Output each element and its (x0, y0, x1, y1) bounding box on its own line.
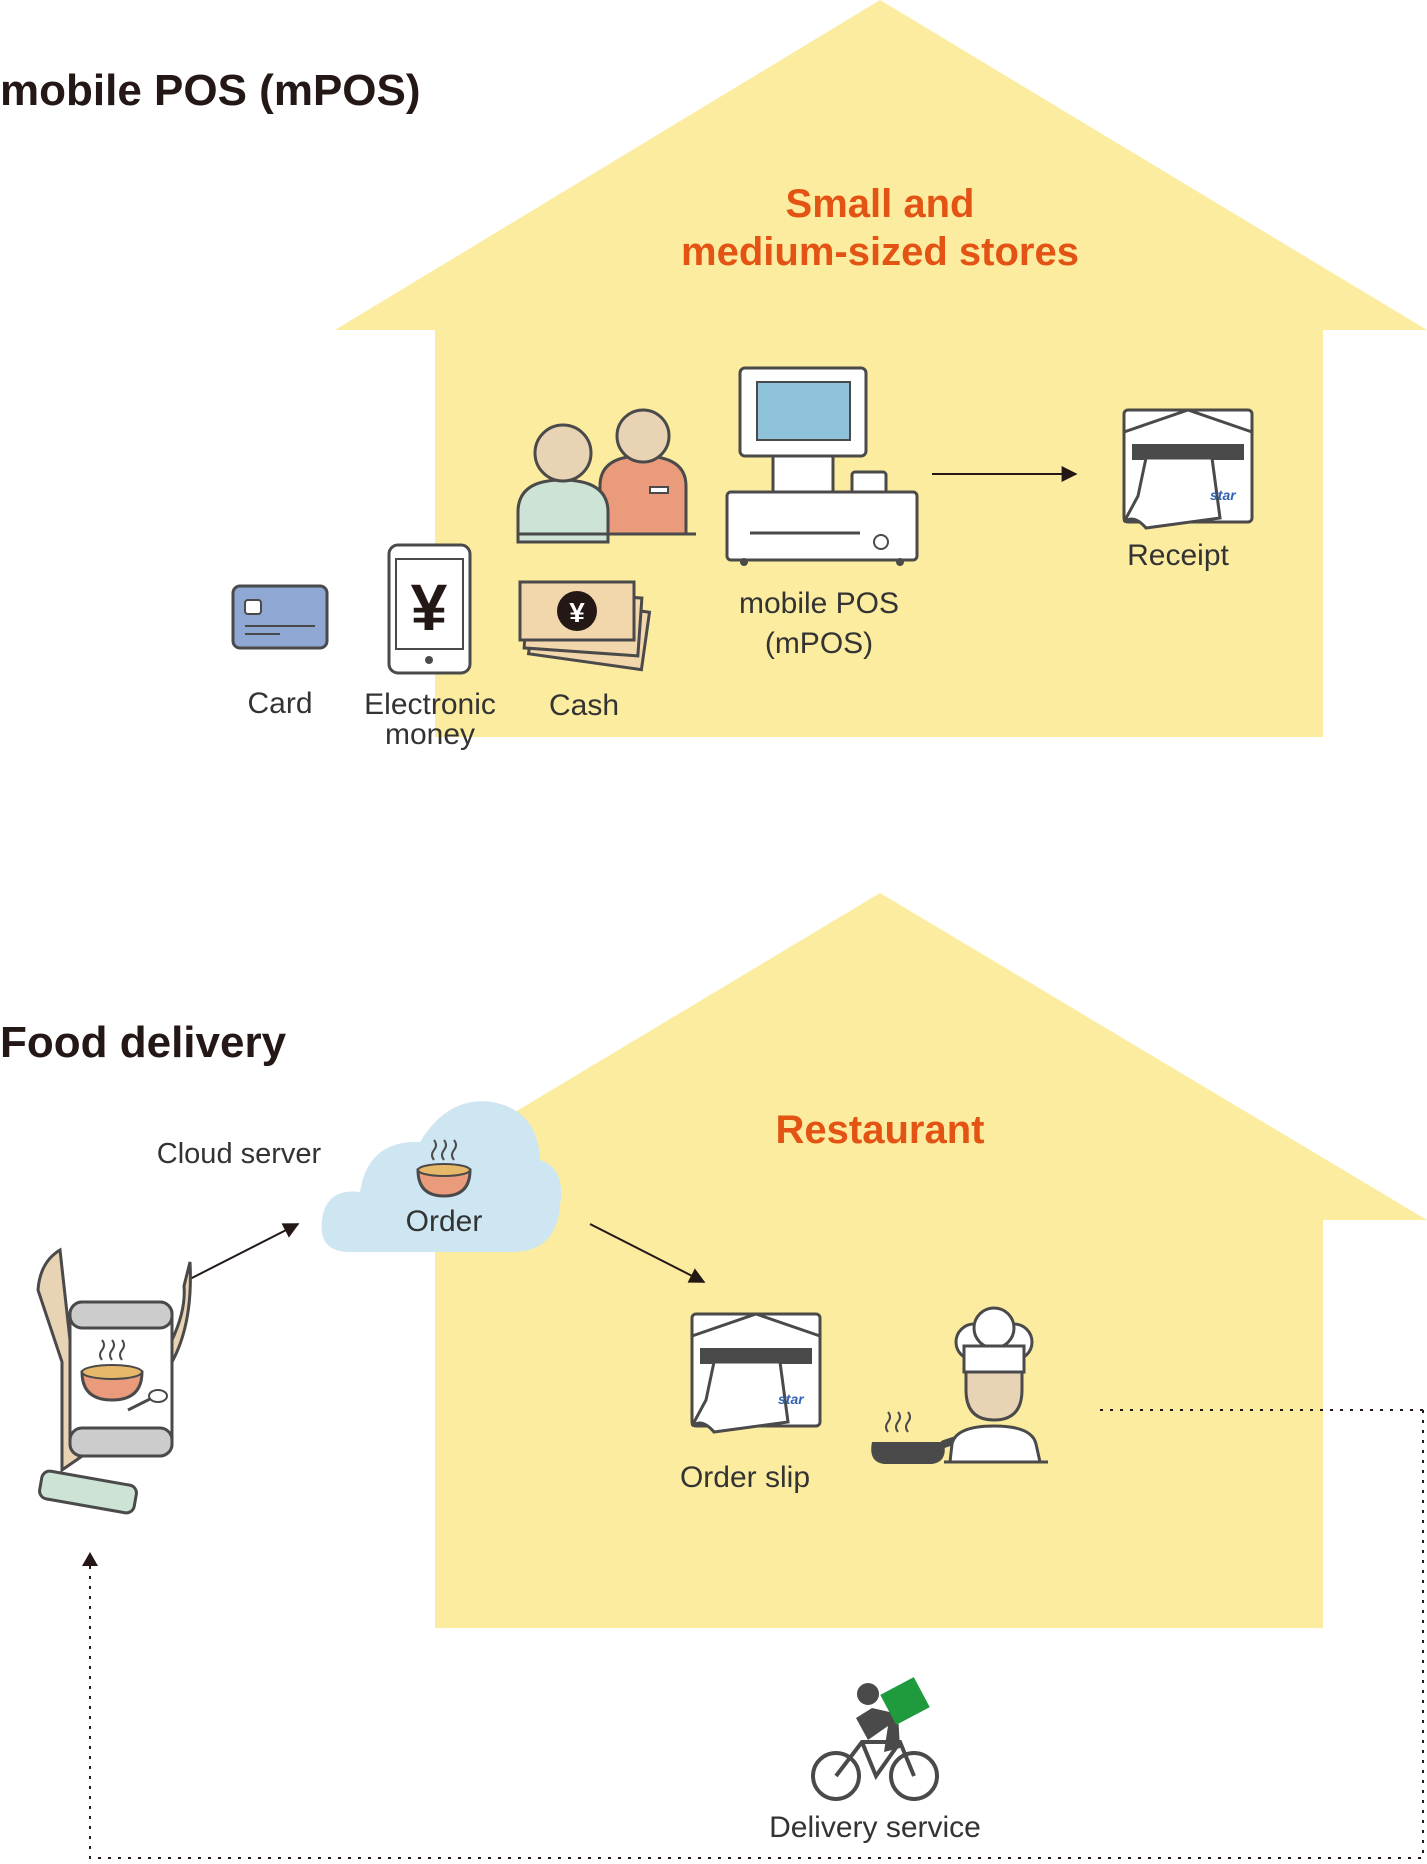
cash-icon: ¥ (518, 580, 652, 672)
svg-text:¥: ¥ (569, 597, 585, 628)
order-slip-label: Order slip (679, 1461, 811, 1494)
pos-terminal-icon (725, 366, 919, 566)
people-icon (516, 408, 696, 544)
cloud-order-label: Order (405, 1205, 483, 1238)
restaurant-house-title: Restaurant (775, 1108, 985, 1152)
cash-label: Cash (548, 689, 620, 722)
receipt-printer-icon (1122, 408, 1254, 530)
restaurant-house-shape (335, 893, 1427, 1628)
pos-label-line1: mobile POS (738, 587, 900, 620)
emoney-label-line2: money (384, 718, 476, 751)
cloud-server-label: Cloud server (156, 1138, 322, 1170)
delivery-service-label: Delivery service (769, 1811, 981, 1844)
cyclist-icon (811, 1677, 939, 1801)
hand-phone-icon (36, 1247, 192, 1515)
arrow-phone-to-cloud (183, 1223, 300, 1283)
arrow-up-icon (82, 1552, 98, 1566)
svg-text:¥: ¥ (411, 570, 448, 644)
store-title-line1: Small and (785, 182, 975, 226)
store-house-title: Small and medium-sized stores (630, 180, 1130, 276)
chef-icon (944, 1306, 1048, 1464)
store-house-shape (335, 0, 1427, 737)
section-title-mpos: mobile POS (mPOS) (0, 66, 421, 115)
delivery-route-line (89, 1409, 1427, 1859)
soup-bowl-icon (416, 1139, 472, 1198)
store-title-line2: medium-sized stores (681, 230, 1079, 274)
electronic-money-label: Electronic money (350, 690, 510, 750)
card-icon (231, 584, 329, 650)
printer-icon (690, 1312, 822, 1434)
emoney-label-line1: Electronic (364, 688, 496, 721)
pos-terminal-label: mobile POS (mPOS) (719, 588, 919, 660)
receipt-label: Receipt (1127, 539, 1229, 572)
pos-label-line2: (mPOS) (764, 627, 874, 660)
arrow-cloud-to-printer (589, 1223, 706, 1283)
smartphone-yen-icon: ¥ (387, 543, 472, 675)
card-label: Card (247, 687, 313, 720)
section-title-food: Food delivery (0, 1018, 287, 1067)
